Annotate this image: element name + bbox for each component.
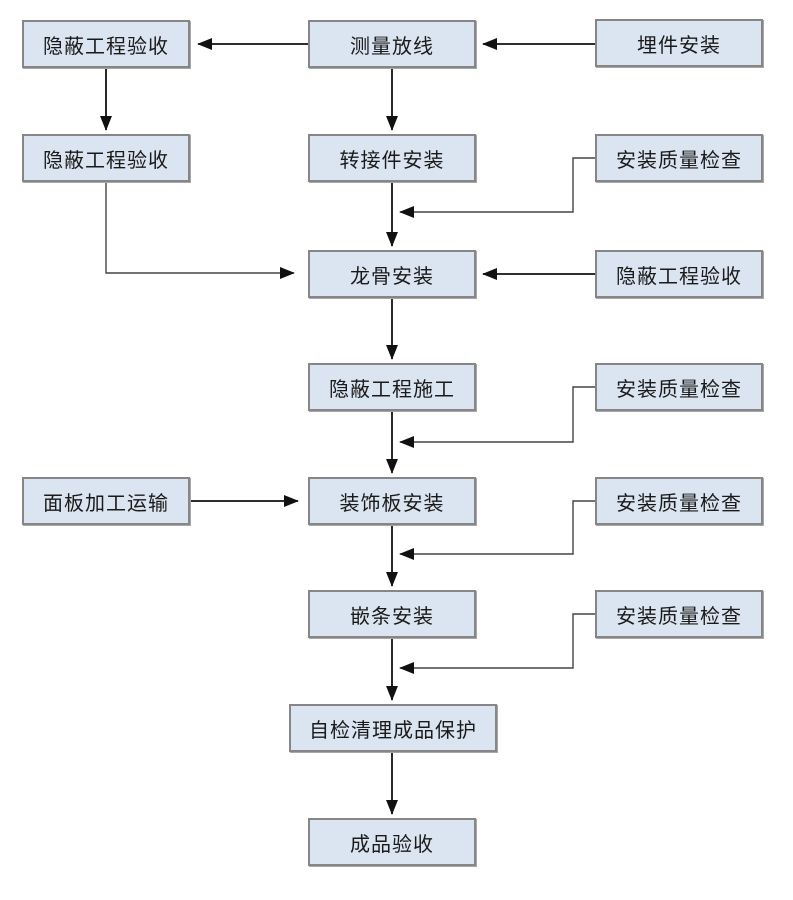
node-finished-product-acceptance: 成品验收 [308, 818, 476, 866]
node-label: 面板加工运输 [43, 492, 169, 515]
elbow-hidden2-to-keel [105, 182, 295, 279]
node-label: 埋件安装 [637, 34, 721, 57]
node-label: 隐蔽工程验收 [43, 35, 169, 58]
node-hidden-work-acceptance-2: 隐蔽工程验收 [22, 134, 190, 182]
node-panel-processing-transport: 面板加工运输 [22, 477, 190, 525]
node-self-check-cleanup-protection: 自检清理成品保护 [289, 704, 497, 752]
node-decorative-panel-install: 装饰板安装 [308, 477, 476, 525]
node-install-quality-check-3: 安装质量检查 [595, 477, 763, 525]
node-label: 隐蔽工程验收 [43, 149, 169, 172]
node-install-quality-check-4: 安装质量检查 [595, 590, 763, 638]
elbow-qc3-merge [399, 500, 595, 560]
node-label: 自检清理成品保护 [309, 719, 477, 742]
node-embedded-parts-install: 埋件安装 [595, 19, 763, 67]
node-label: 安装质量检查 [616, 492, 742, 515]
node-label: 安装质量检查 [616, 149, 742, 172]
node-hidden-work-construction: 隐蔽工程施工 [308, 363, 476, 411]
node-hidden-work-acceptance-3: 隐蔽工程验收 [595, 250, 763, 298]
node-label: 嵌条安装 [350, 605, 434, 628]
node-label: 安装质量检查 [616, 378, 742, 401]
node-label: 成品验收 [350, 833, 434, 856]
node-label: 隐蔽工程验收 [616, 265, 742, 288]
node-label: 龙骨安装 [350, 265, 434, 288]
node-keel-install: 龙骨安装 [308, 250, 476, 298]
node-label: 装饰板安装 [339, 492, 445, 515]
node-adapter-install: 转接件安装 [308, 134, 476, 182]
node-label: 转接件安装 [339, 149, 445, 172]
node-install-quality-check-2: 安装质量检查 [595, 363, 763, 411]
elbow-qc4-merge [399, 613, 595, 674]
node-label: 安装质量检查 [616, 605, 742, 628]
node-trim-install: 嵌条安装 [308, 590, 476, 638]
node-label: 隐蔽工程施工 [329, 378, 455, 401]
node-survey-layout: 测量放线 [308, 20, 476, 68]
node-label: 测量放线 [350, 35, 434, 58]
node-install-quality-check-1: 安装质量检查 [595, 134, 763, 182]
elbow-qc2-merge [399, 386, 595, 448]
node-hidden-work-acceptance-1: 隐蔽工程验收 [22, 20, 190, 68]
elbow-qc1-merge [399, 157, 595, 218]
